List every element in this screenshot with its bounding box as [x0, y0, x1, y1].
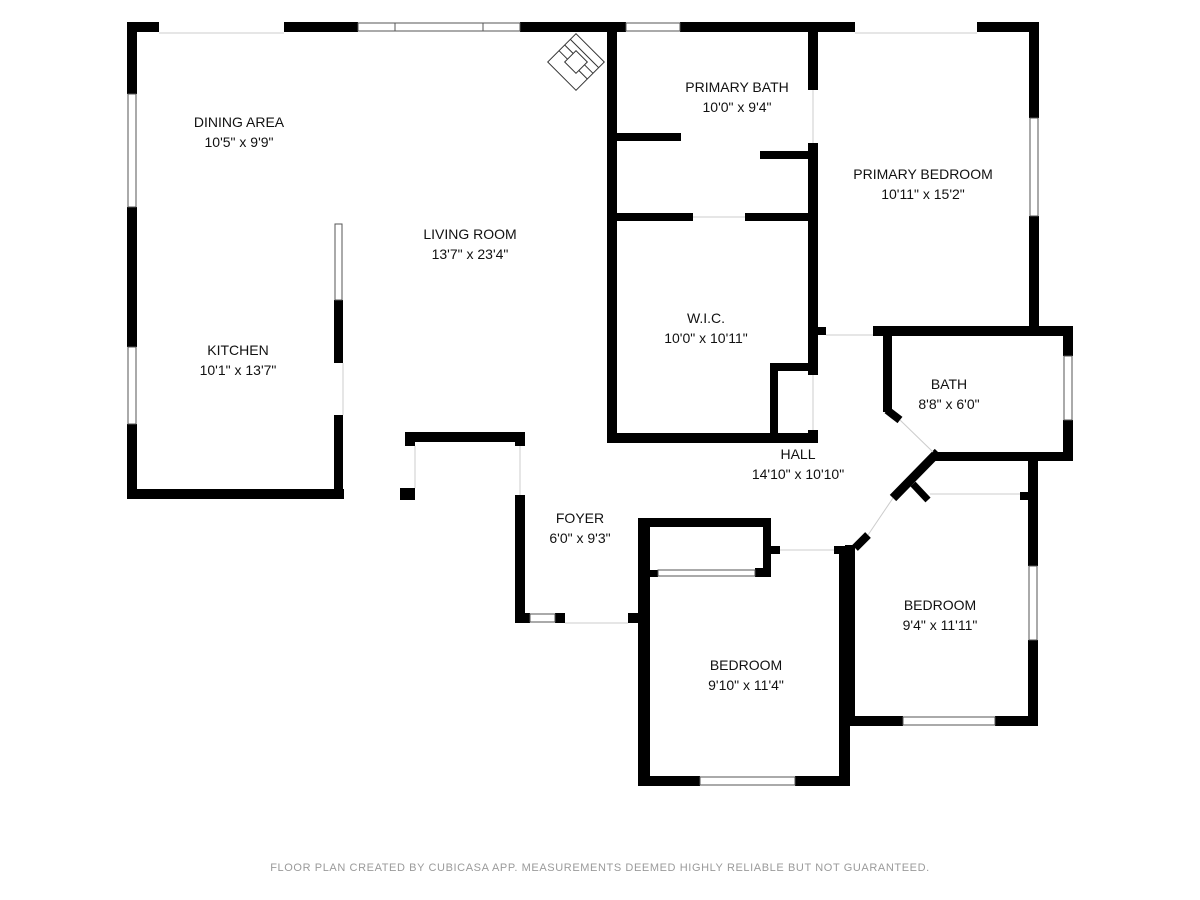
room-size: 9'10" x 11'4" [708, 677, 784, 693]
room-size: 9'4" x 11'11" [902, 617, 978, 633]
room-name: PRIMARY BATH [685, 79, 789, 95]
room-label-bath: BATH 8'8" x 6'0" [918, 374, 979, 414]
room-size: 8'8" x 6'0" [918, 396, 980, 412]
room-size: 10'1" x 13'7" [199, 362, 277, 378]
room-size: 10'0" x 9'4" [702, 99, 772, 115]
room-size: 13'7" x 23'4" [431, 246, 509, 262]
windows [127, 22, 1073, 786]
room-name: PRIMARY BEDROOM [853, 166, 993, 182]
room-size: 10'5" x 9'9" [204, 134, 274, 150]
room-name: HALL [780, 446, 816, 462]
room-label-hall: HALL 14'10" x 10'10" [752, 444, 844, 484]
room-label-bedroom-1: BEDROOM 9'10" x 11'4" [708, 655, 784, 695]
room-label-primary-bath: PRIMARY BATH 10'0" x 9'4" [685, 77, 788, 117]
room-name: FOYER [555, 510, 605, 526]
room-name: BEDROOM [903, 597, 977, 613]
room-size: 10'0" x 10'11" [664, 330, 748, 346]
room-size: 6'0" x 9'3" [549, 530, 611, 546]
walls [127, 22, 1073, 786]
room-size: 14'10" x 10'10" [751, 466, 845, 482]
room-label-primary-bedroom: PRIMARY BEDROOM 10'11" x 15'2" [853, 164, 993, 204]
openings [159, 32, 1020, 624]
room-label-dining-area: DINING AREA 10'5" x 9'9" [194, 112, 284, 152]
room-name: LIVING ROOM [423, 226, 517, 242]
disclaimer-footer: FLOOR PLAN CREATED BY CUBICASA APP. MEAS… [270, 862, 930, 874]
room-name: KITCHEN [207, 342, 269, 358]
room-name: BEDROOM [709, 657, 783, 673]
room-label-foyer: FOYER 6'0" x 9'3" [549, 508, 610, 548]
room-name: DINING AREA [193, 114, 285, 130]
room-label-bedroom-2: BEDROOM 9'4" x 11'11" [903, 595, 978, 635]
fireplace-icon [547, 33, 605, 91]
room-size: 10'11" x 15'2" [881, 186, 965, 202]
room-name: W.I.C. [686, 310, 726, 326]
room-name: BATH [930, 376, 968, 392]
room-label-kitchen: KITCHEN 10'1" x 13'7" [200, 340, 277, 380]
room-label-living-room: LIVING ROOM 13'7" x 23'4" [423, 224, 516, 264]
room-label-wic: W.I.C. 10'0" x 10'11" [664, 308, 748, 348]
